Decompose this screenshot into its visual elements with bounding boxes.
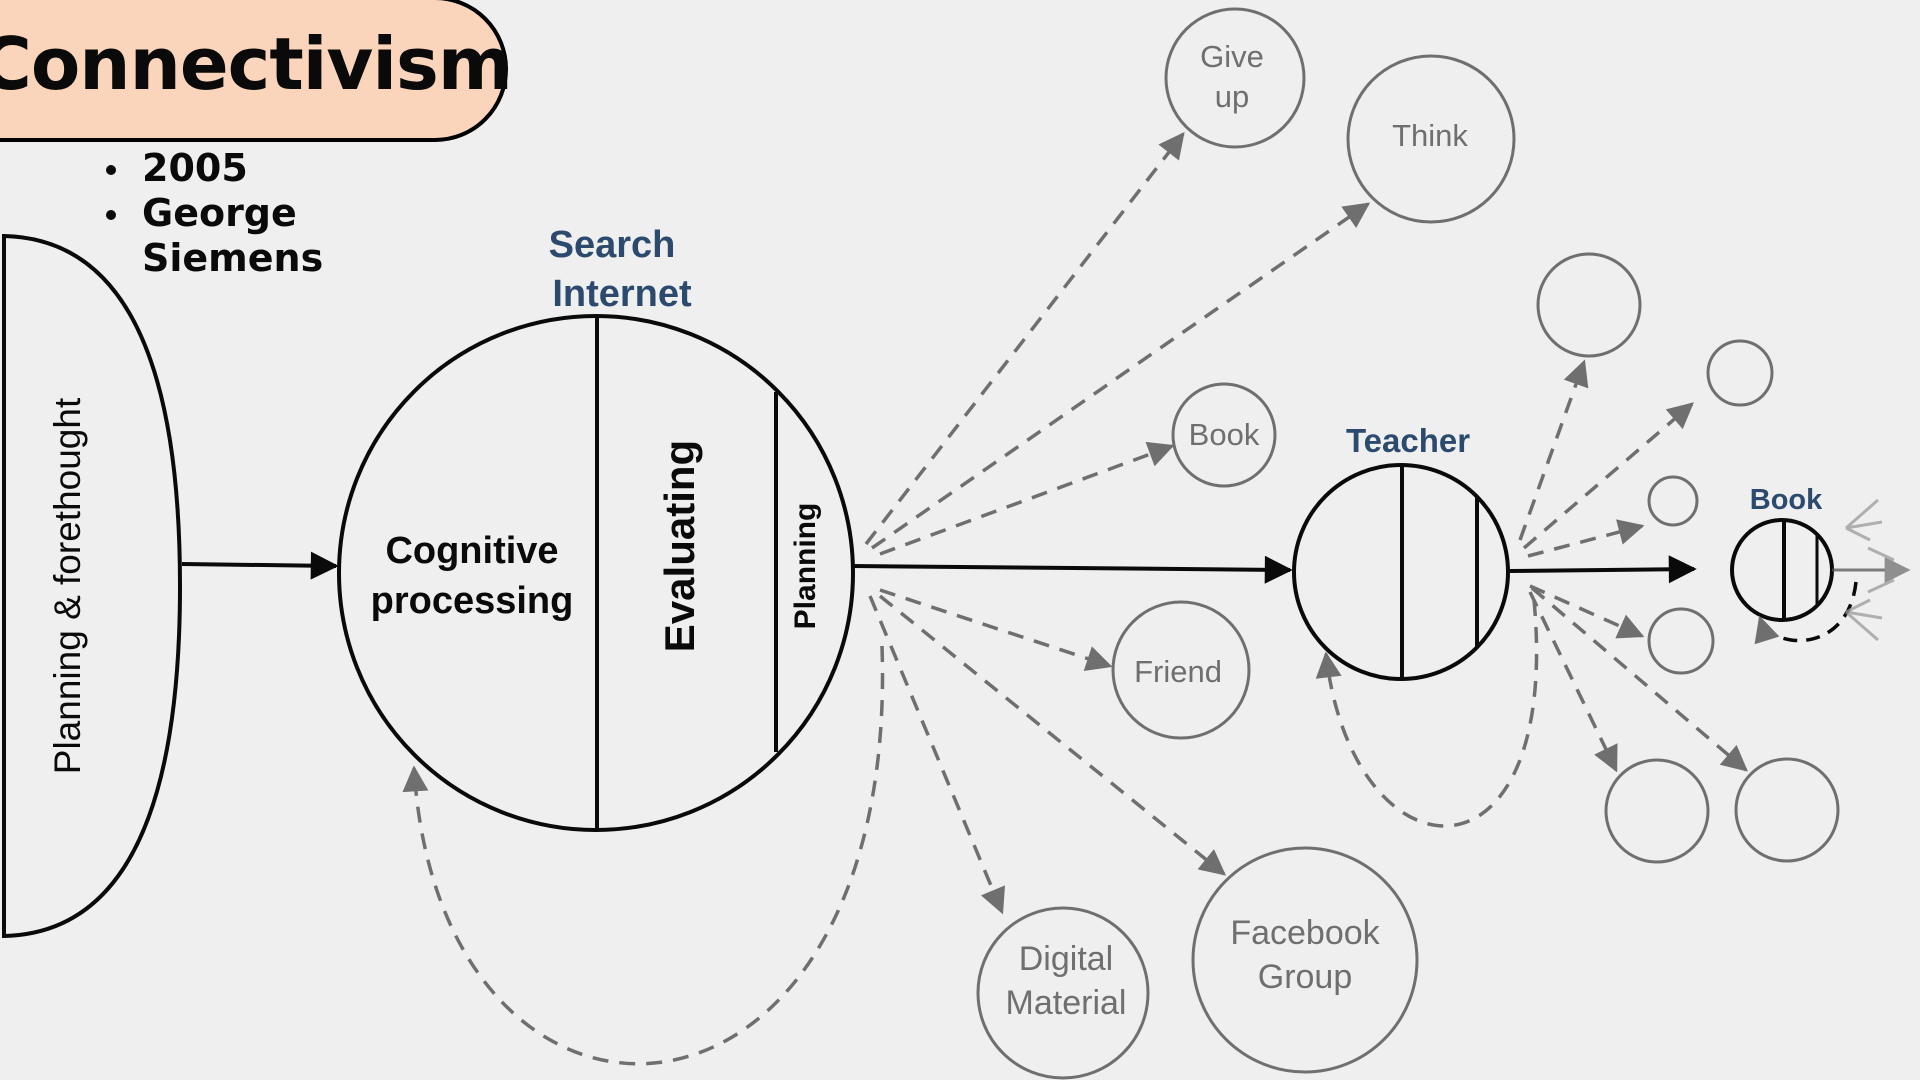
dashed-connections bbox=[402, 131, 1371, 1066]
main-arrow bbox=[851, 555, 1293, 584]
outer-nodes bbox=[976, 7, 1516, 1080]
empty-node bbox=[1647, 475, 1699, 527]
title-banner: Connectivism bbox=[0, 0, 513, 142]
outgoing-sparkles bbox=[1832, 498, 1911, 642]
book-node bbox=[1171, 382, 1277, 488]
arrow-to-facebook bbox=[878, 594, 1227, 876]
give-up-node bbox=[1164, 7, 1306, 149]
empty-node bbox=[1647, 607, 1715, 675]
arrow-to-give-up bbox=[864, 131, 1185, 546]
arrow-to-small-node bbox=[1518, 359, 1589, 541]
forethought-arrow bbox=[181, 551, 339, 580]
planning-forethought-label: Planning & forethought bbox=[47, 397, 88, 774]
arrow-to-digital bbox=[868, 595, 1005, 915]
page-title: Connectivism bbox=[0, 22, 513, 106]
think-node bbox=[1346, 54, 1516, 224]
year-text: 2005 bbox=[142, 146, 248, 190]
arrow-to-small-node bbox=[1528, 591, 1618, 773]
feedback-loop bbox=[402, 645, 885, 1066]
friend-label: Friend bbox=[1134, 654, 1222, 689]
teacher-circle bbox=[1292, 463, 1510, 681]
empty-node bbox=[1604, 758, 1710, 864]
teacher-dashed-connections bbox=[1315, 359, 1748, 828]
think-label: Think bbox=[1392, 118, 1468, 153]
book-label: Book bbox=[1189, 417, 1260, 452]
author-text: George Siemens bbox=[142, 191, 324, 280]
info-list: 2005 George Siemens bbox=[102, 146, 342, 281]
arrow-to-small-node bbox=[1529, 584, 1645, 639]
facebook-group-node bbox=[1191, 846, 1419, 1074]
small-nodes bbox=[1536, 252, 1840, 864]
teacher-feedback-loop bbox=[1315, 599, 1539, 828]
evaluating-label: Evaluating bbox=[656, 440, 703, 652]
friend-node bbox=[1111, 600, 1251, 740]
empty-node bbox=[1734, 757, 1840, 863]
arrow-to-friend bbox=[879, 588, 1113, 672]
teacher-arrow bbox=[1509, 555, 1697, 584]
teacher-label: Teacher bbox=[1346, 422, 1470, 459]
arrow-to-think bbox=[871, 202, 1371, 550]
empty-node bbox=[1706, 339, 1774, 407]
planning-label: Planning bbox=[789, 503, 822, 630]
arrow-to-book bbox=[879, 441, 1175, 556]
book-small-label: Book bbox=[1750, 484, 1823, 516]
planning-forethought-shape bbox=[2, 233, 183, 939]
digital-material-node bbox=[976, 906, 1150, 1080]
arrow-to-small-node bbox=[1527, 519, 1645, 558]
list-item: George Siemens bbox=[102, 191, 342, 281]
book-feedback-loop bbox=[1754, 581, 1858, 645]
empty-node bbox=[1536, 252, 1642, 358]
list-item: 2005 bbox=[102, 146, 342, 191]
arrow-to-small-node bbox=[1530, 586, 1748, 772]
arrow-to-small-node bbox=[1522, 402, 1694, 550]
